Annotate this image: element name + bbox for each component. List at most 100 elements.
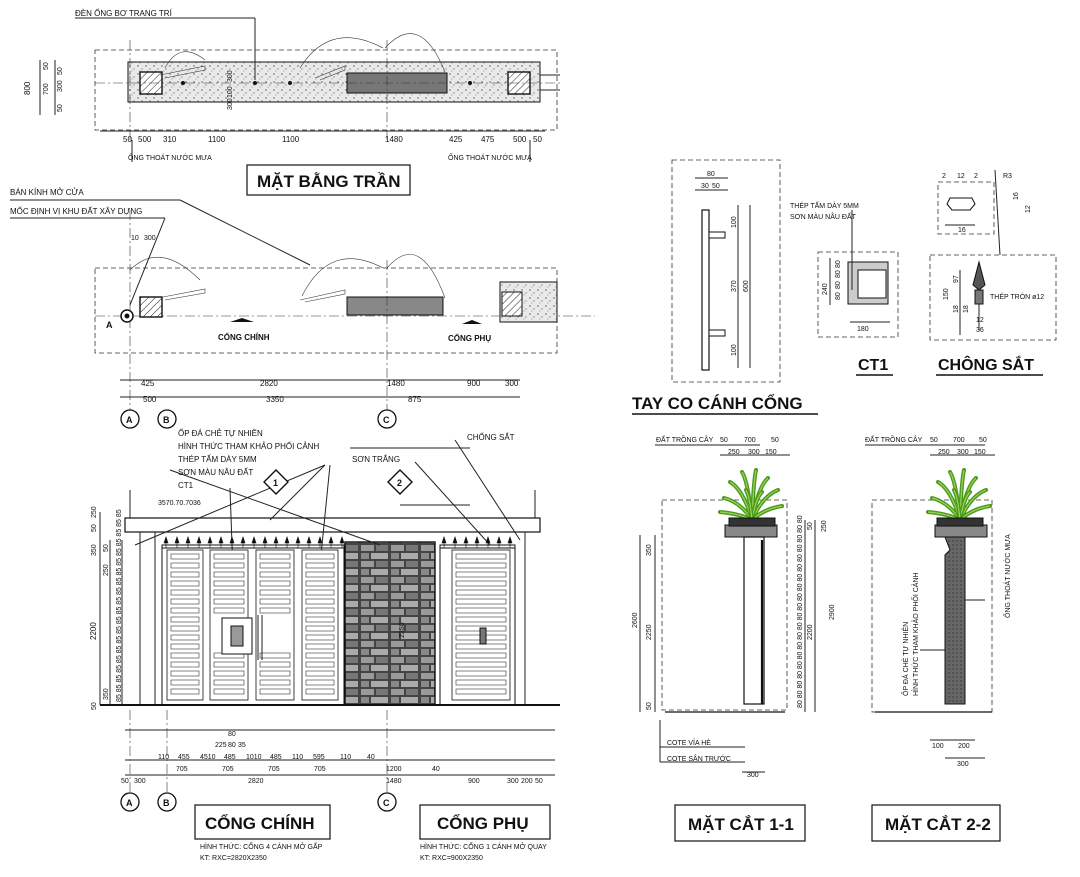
elev-b2-3: 705: [314, 766, 326, 773]
elev-note-paint: SƠN MÀU NÂU ĐẤT: [178, 467, 253, 477]
spike: [452, 536, 458, 548]
gate-slat: [305, 580, 335, 587]
gate-slat: [170, 688, 200, 695]
gate-slat: [259, 571, 291, 578]
floor-dim-r1-4: 300: [505, 379, 519, 388]
spike: [196, 536, 202, 548]
ct1-dim-4: 80: [835, 260, 842, 268]
spike-dim-t3: R3: [1003, 173, 1012, 180]
spike: [251, 536, 257, 548]
plant-leaf-vein: [745, 489, 753, 521]
gate-slat: [455, 661, 507, 668]
s22-note-stone2: HÌNH THỨC THAM KHẢO PHỐI CẢNH: [910, 572, 920, 696]
gate-slat: [213, 670, 245, 677]
spike: [163, 536, 169, 548]
gate-slat: [170, 553, 200, 560]
ceiling-dim-l5: 50: [57, 104, 64, 112]
spike-dim-t4: 16: [1013, 192, 1020, 200]
gate-slat: [259, 553, 291, 560]
spike: [174, 536, 180, 548]
gate-slat: [170, 580, 200, 587]
gate-slat: [455, 553, 507, 560]
gate-slat: [305, 571, 335, 578]
gate-slat: [259, 562, 291, 569]
gate-slat: [305, 616, 335, 623]
elev-b2-2: 705: [268, 766, 280, 773]
elev-b1-10: 1200: [386, 766, 402, 773]
gate-slat: [259, 652, 291, 659]
handle-dim-0: 80: [707, 171, 715, 178]
ceiling-drain-left: ỐNG THOÁT NƯỚC MƯA: [128, 152, 212, 162]
gate-slat: [455, 679, 507, 686]
s22-note-stone1: ỐP ĐÁ CHẺ TỰ NHIÊN: [900, 622, 910, 696]
elev-dim-left-col: 85 85 85 85 85 85 85 85 85 85 85 85 85 8…: [116, 509, 123, 702]
elev-dim-l2: 350: [91, 544, 98, 556]
s11-dl-1: 2600: [632, 612, 639, 628]
ceiling-dim-i3: 300: [227, 98, 234, 110]
spike: [441, 536, 447, 548]
axis-b-lower: B: [163, 798, 170, 808]
gate-slat: [305, 643, 335, 650]
ceiling-dim-b6: 425: [449, 135, 463, 144]
elev-b3-1: 300: [134, 778, 146, 785]
ceiling-dim-b2: 310: [163, 135, 177, 144]
handle-dim-3: 100: [731, 216, 738, 228]
elev-dim-l4: 250: [103, 564, 110, 576]
spike-dim-s0: 150: [943, 288, 950, 300]
s22-dt2-2: 150: [974, 449, 986, 456]
gate-side-sub1: HÌNH THỨC: CỔNG 1 CÁNH MỞ QUAY: [420, 842, 547, 851]
elev-note-ct1: CT1: [178, 481, 194, 490]
elev-b1-9: 40: [367, 754, 375, 761]
gate-slat: [213, 553, 245, 560]
s22-soil: ĐẤT TRỒNG CÂY: [865, 434, 923, 444]
ct1-note-2: SƠN MÀU NÂU ĐẤT: [790, 211, 857, 221]
spike: [507, 536, 513, 548]
spike-note: THÉP TRÒN ø12: [990, 292, 1044, 301]
handle-dim-2: 50: [712, 183, 720, 190]
gate-slat: [305, 598, 335, 605]
elev-b1-8: 110: [340, 754, 351, 761]
gate-slat: [455, 688, 507, 695]
elev-b3-0: 50: [121, 778, 129, 785]
axis-a-upper: A: [126, 415, 133, 425]
spike: [218, 536, 224, 548]
ceiling-dim-i2: 100: [227, 86, 234, 98]
spike: [240, 536, 246, 548]
ceiling-title-box: [246, 164, 411, 196]
ct1-note-1: THÉP TẤM DÀY 5MM: [790, 200, 859, 210]
elev-b1-1: 455: [178, 754, 190, 761]
spike: [317, 536, 323, 548]
s11-dr-col: 80 80 80 80 80 80 80 80 80 80 80 80 80 8…: [797, 515, 804, 708]
s11-dt2-0: 250: [728, 449, 740, 456]
ceiling-dim-b9: 50: [533, 135, 542, 144]
ceiling-drain-right: ỐNG THOÁT NƯỚC MƯA: [448, 152, 532, 162]
plant-2: [926, 468, 992, 527]
elev-b3-2: 2820: [248, 778, 264, 785]
s11-cote2: COTE SÂN TRƯỚC: [667, 754, 731, 763]
spike: [185, 536, 191, 548]
ceiling-dim-b5: 1480: [385, 135, 403, 144]
s11-cote1: COTE VỈA HÈ: [667, 738, 711, 747]
handle-dim-5: 600: [743, 280, 750, 292]
ceiling-dim-l3: 50: [57, 67, 64, 75]
spike-title: CHÔNG SẮT: [938, 355, 1034, 374]
gate-slat: [170, 562, 200, 569]
spike-dim-s4: 12: [976, 317, 984, 324]
elev-dim-inner: 2350: [399, 622, 406, 638]
s11-dt1-1: 700: [744, 437, 756, 444]
elev-b1-0: 110: [158, 754, 169, 761]
floor-dim-r1-1: 2820: [260, 379, 278, 388]
elev-bt-2: 80: [228, 742, 236, 749]
floor-gate-main: CỔNG CHÍNH: [218, 333, 270, 342]
gate-slat: [170, 598, 200, 605]
elev-dim-l7: 50: [91, 702, 98, 710]
floor-note-marker: MỐC ĐỊNH VỊ KHU ĐẤT XÂY DỰNG: [10, 206, 142, 216]
elev-note-stone: ỐP ĐÁ CHẺ TỰ NHIÊN: [178, 428, 263, 438]
spike: [474, 536, 480, 548]
spike: [284, 536, 290, 548]
s22-drain: ỐNG THOÁT NƯỚC MƯA: [1002, 534, 1012, 618]
ceiling-dim-800: 800: [23, 81, 32, 95]
s22-dt2-1: 300: [957, 449, 969, 456]
gate-slat: [305, 607, 335, 614]
